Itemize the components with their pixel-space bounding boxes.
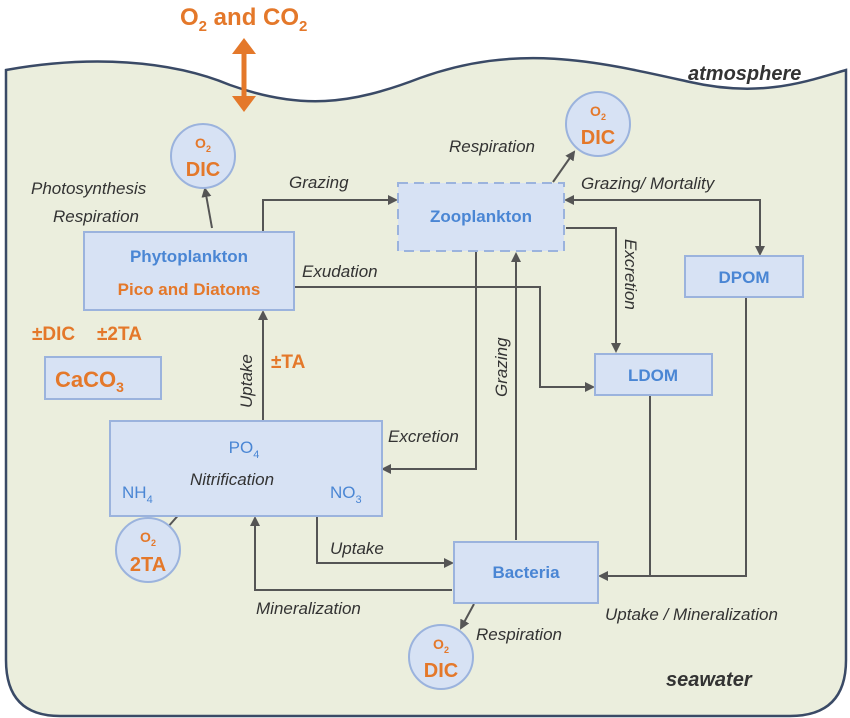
- nutrient-excretion-arrow: [381, 252, 477, 474]
- svg-text:2TA: 2TA: [130, 554, 166, 576]
- photosynthesis-bubble: O2 DIC: [170, 123, 236, 189]
- dic-change-label: ±DIC: [32, 324, 75, 345]
- uptake-mineralization-label: Uptake / Mineralization: [605, 605, 778, 624]
- photosynthesis-label: Photosynthesis: [31, 179, 147, 198]
- zoo-respiration-arrow: [552, 150, 576, 183]
- ta-change-label: ±TA: [271, 352, 306, 373]
- air-sea-exchange-arrow: [232, 38, 256, 112]
- atmosphere-label: atmosphere: [688, 63, 801, 85]
- nitrification-bubble: O2 2TA: [115, 517, 181, 583]
- zoo-excretion-label: Excretion: [621, 239, 640, 310]
- uptake-label: Uptake: [237, 354, 256, 408]
- seawater-body: [4, 56, 848, 718]
- ldom-box: LDOM: [594, 353, 713, 396]
- grazing-mortality-label: Grazing/ Mortality: [581, 174, 716, 193]
- bacteria-respiration-arrow: [460, 603, 475, 630]
- svg-text:O2: O2: [590, 103, 606, 122]
- exudation-arrow: [294, 286, 595, 392]
- svg-text:O2: O2: [140, 529, 156, 548]
- grazing-label: Grazing: [289, 173, 349, 192]
- bacteria-grazing-label: Grazing: [492, 337, 511, 397]
- caco3-box: CaCO3: [44, 356, 162, 400]
- nh4-label: NH4: [122, 483, 153, 506]
- po4-label: PO4: [229, 438, 260, 461]
- bacteria-uptake-label: Uptake: [330, 539, 384, 558]
- seawater-label: seawater: [666, 669, 753, 691]
- svg-text:O2: O2: [195, 135, 211, 154]
- zooplankton-box: Zooplankton: [397, 182, 565, 252]
- photosynthesis-arrow: [201, 187, 213, 229]
- bacteria-respiration-label: Respiration: [476, 625, 562, 644]
- zooplankton-title: Zooplankton: [430, 207, 532, 226]
- caco3-label: CaCO3: [55, 367, 124, 395]
- svg-text:O2: O2: [433, 636, 449, 655]
- phytoplankton-title: Phytoplankton: [130, 247, 248, 266]
- respiration-label: Respiration: [53, 207, 139, 226]
- no3-label: NO3: [330, 483, 362, 506]
- excretion-label: Excretion: [388, 427, 459, 446]
- nitrification-label: Nitrification: [190, 470, 274, 489]
- svg-text:DIC: DIC: [581, 127, 615, 149]
- bacteria-box: Bacteria: [453, 541, 599, 604]
- ta2-change-label: ±2TA: [97, 324, 142, 345]
- zoo-respiration-bubble: O2 DIC: [565, 91, 631, 157]
- mortality-arrow: [566, 199, 765, 256]
- phytoplankton-subtitle: Pico and Diatoms: [118, 280, 261, 299]
- svg-text:DIC: DIC: [424, 660, 458, 682]
- exudation-label: Exudation: [302, 262, 378, 281]
- mineralization-label: Mineralization: [256, 599, 361, 618]
- phytoplankton-box: Phytoplankton Pico and Diatoms: [83, 231, 295, 311]
- zoo-excretion-arrow: [566, 227, 621, 353]
- dpom-title: DPOM: [719, 268, 770, 287]
- mineralization-arrow: [250, 516, 452, 591]
- nutrients-box: PO4 NH4 NO3 Nitrification: [109, 420, 383, 517]
- bacteria-uptake-arrow: [316, 517, 454, 568]
- air-sea-exchange-label: O2 and CO2: [180, 4, 307, 35]
- bacteria-title: Bacteria: [492, 563, 560, 582]
- grazing-arrow: [262, 195, 398, 232]
- dpom-uptake-arrow: [598, 298, 747, 581]
- bacteria-respiration-bubble: O2 DIC: [408, 624, 474, 690]
- dpom-box: DPOM: [684, 255, 804, 298]
- ldom-title: LDOM: [628, 366, 678, 385]
- zoo-respiration-label: Respiration: [449, 137, 535, 156]
- svg-text:DIC: DIC: [186, 159, 220, 181]
